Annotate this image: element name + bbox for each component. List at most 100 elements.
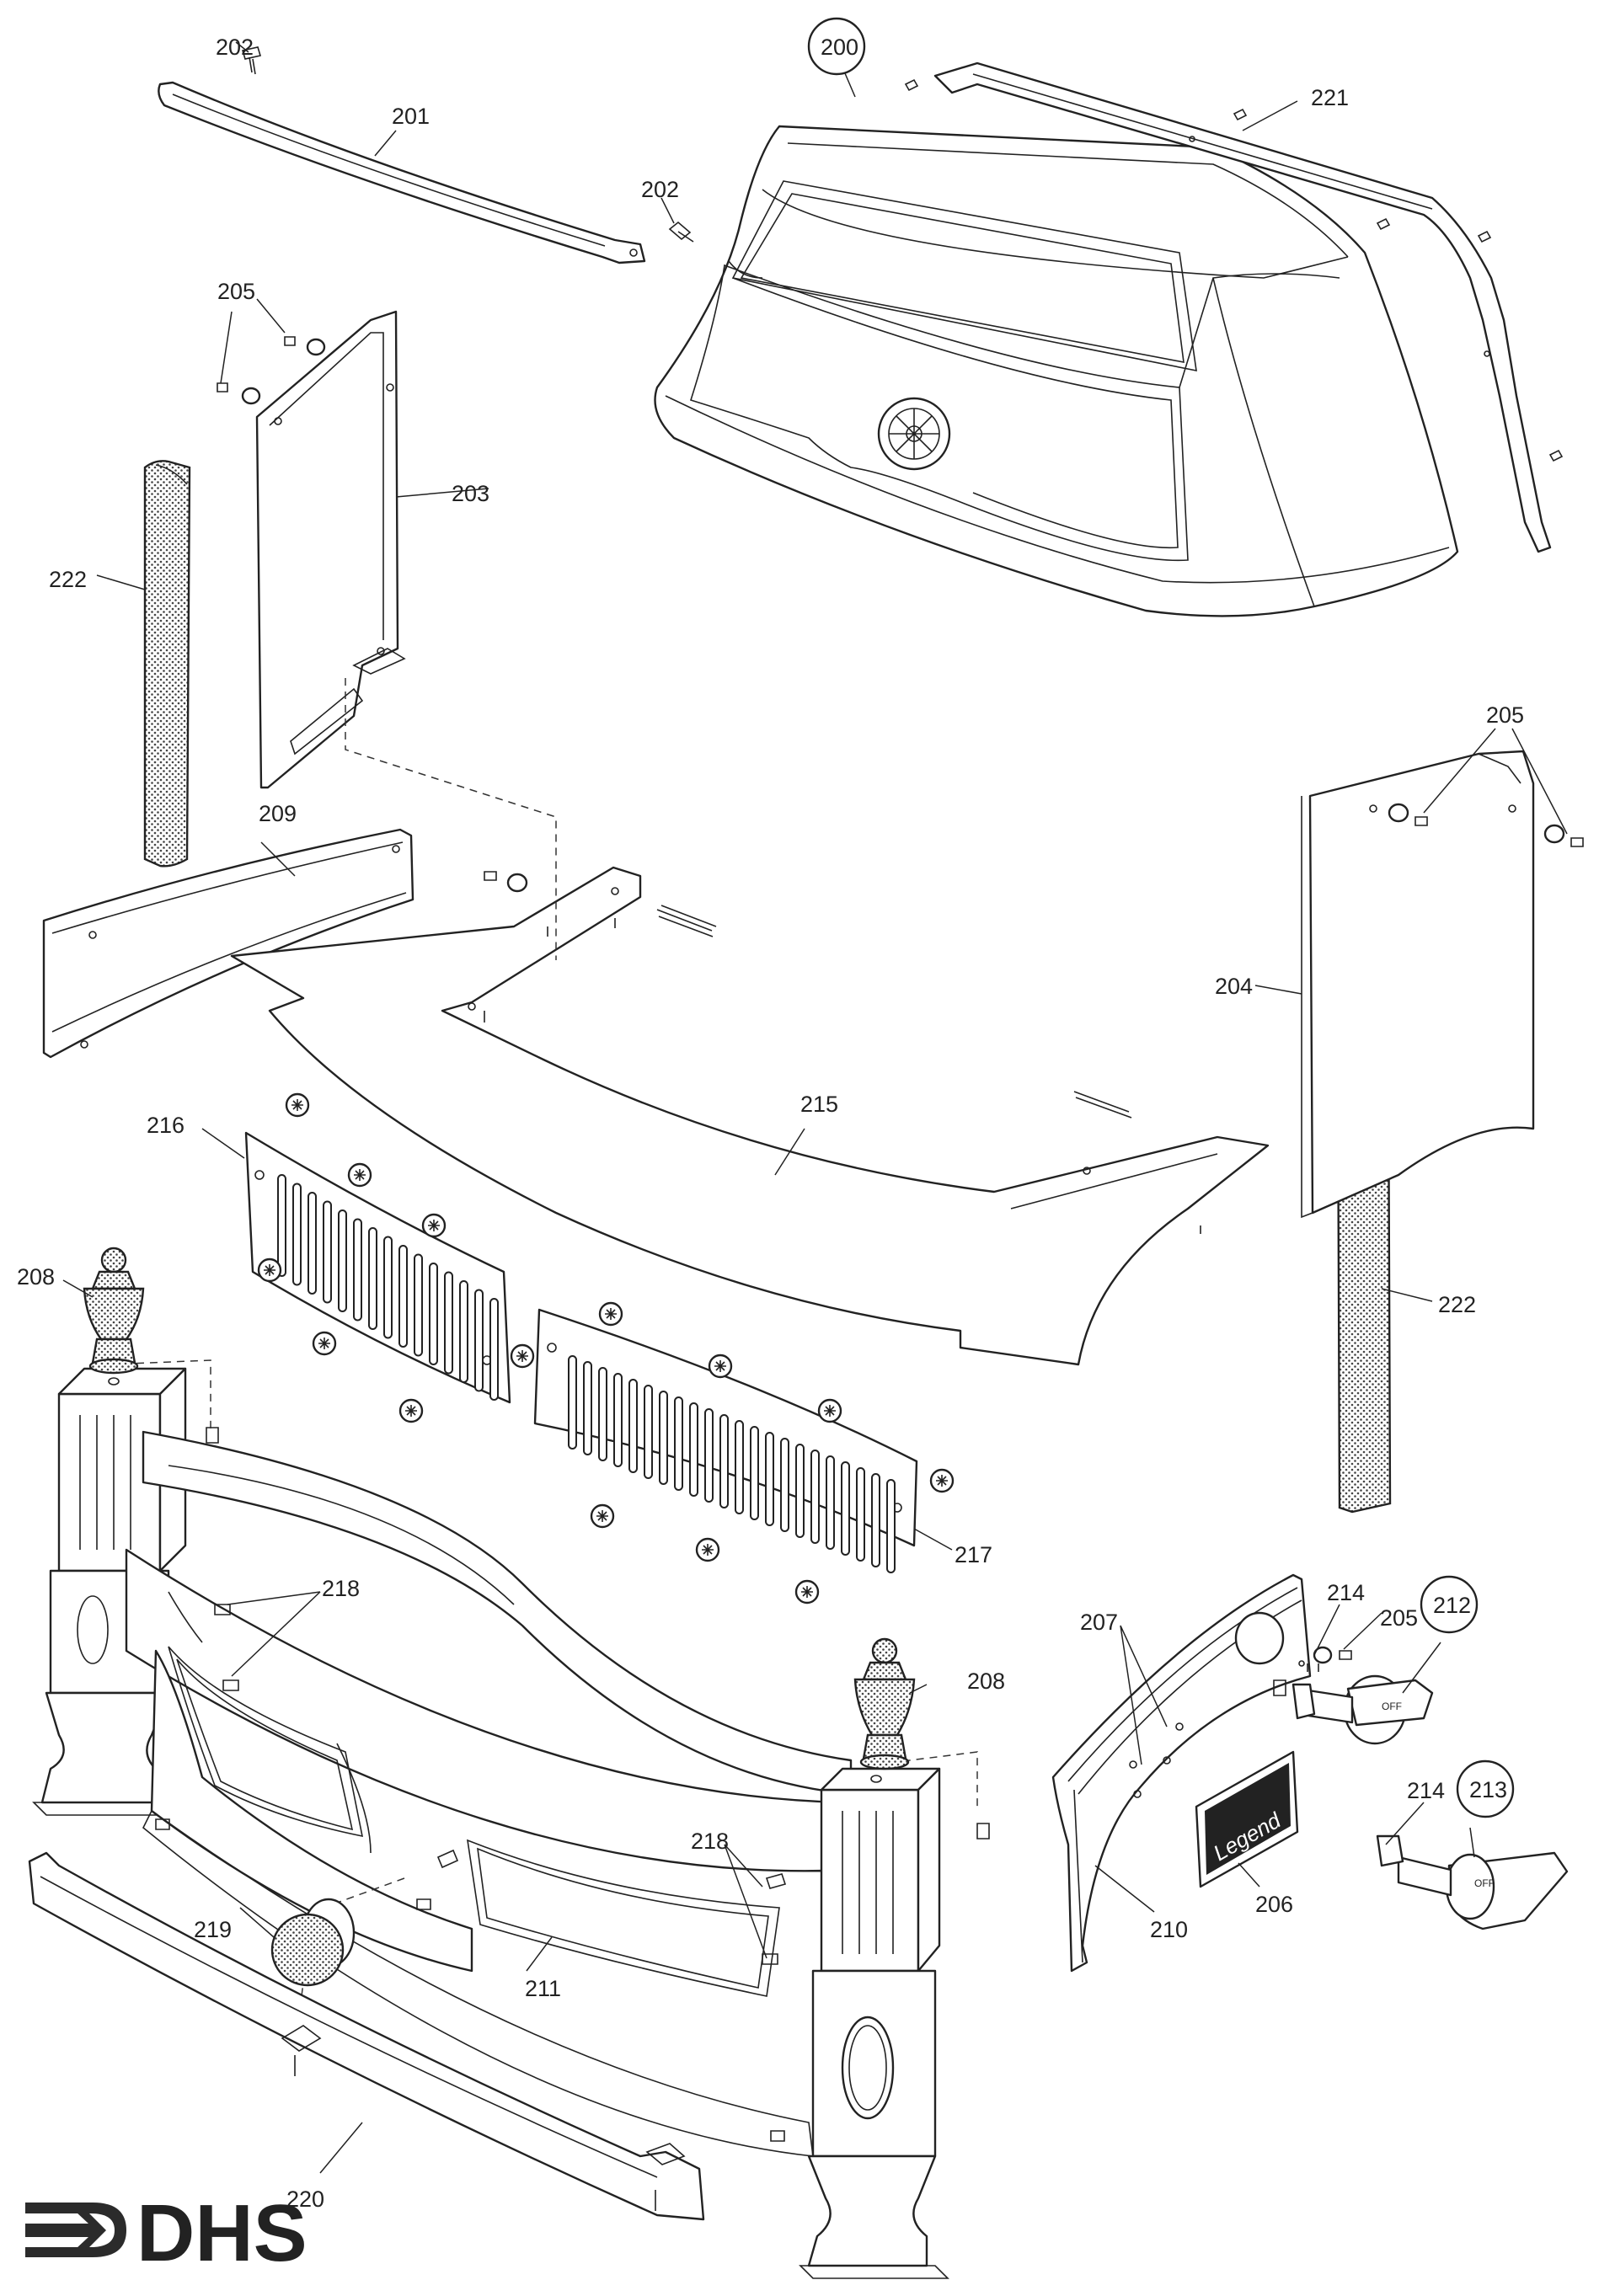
part-222-left-seal-strip — [143, 460, 191, 868]
grille-slot — [856, 1467, 865, 1562]
part-205-washer-lower-right — [1313, 1646, 1352, 1664]
grille-slot — [598, 1367, 607, 1461]
star-screw-mark — [405, 1405, 417, 1417]
star-screw-mark — [702, 1544, 714, 1556]
leader-lines — [62, 41, 1568, 2174]
grille-slot — [871, 1473, 880, 1567]
label-218-a: 218 — [322, 1576, 360, 1601]
part-labels: 200 201 202 202 203 204 205 205 205 205 … — [17, 17, 1524, 2212]
part-208-finial-right — [853, 1637, 916, 1770]
grille-slot — [444, 1271, 453, 1375]
label-214-a: 214 — [1327, 1580, 1365, 1605]
star-screw-mark — [824, 1405, 836, 1417]
grille-slot — [459, 1280, 468, 1383]
grille-slot — [628, 1379, 638, 1473]
part-200-canopy — [654, 125, 1459, 617]
grille-slot — [795, 1444, 805, 1538]
star-screw-mark — [596, 1510, 608, 1522]
grille-slot — [323, 1200, 332, 1304]
label-204: 204 — [1215, 974, 1253, 999]
label-203: 203 — [452, 481, 489, 506]
star-screw-mark — [714, 1360, 726, 1372]
label-219: 219 — [194, 1917, 232, 1942]
star-screw-mark — [318, 1338, 330, 1349]
dhs-logo-text: DHS — [136, 2188, 308, 2278]
part-208-finial-left — [83, 1247, 145, 1375]
label-220: 220 — [286, 2187, 324, 2212]
grille-slot — [398, 1245, 408, 1348]
part-210-side-panel — [1051, 1573, 1312, 1973]
canopy-screws — [904, 78, 1564, 462]
grille-slot — [292, 1183, 302, 1286]
label-216: 216 — [147, 1113, 184, 1138]
star-screw-mark — [291, 1099, 303, 1111]
label-210: 210 — [1150, 1917, 1188, 1942]
label-206: 206 — [1255, 1892, 1293, 1917]
part-206-badge-plate: Legend — [1195, 1750, 1299, 1888]
label-211: 211 — [525, 1976, 561, 2001]
grille-slot — [583, 1361, 592, 1455]
label-218-b: 218 — [691, 1829, 729, 1854]
grille-slot — [810, 1450, 820, 1544]
part-204-right-side-panel — [1301, 750, 1535, 1219]
grille-slot — [689, 1402, 698, 1497]
svg-text:OFF: OFF — [1382, 1701, 1402, 1712]
label-205-a: 205 — [217, 279, 255, 304]
label-200: 200 — [821, 35, 858, 60]
grille-slot — [719, 1414, 729, 1508]
grille-slot — [659, 1391, 668, 1485]
star-screw-mark — [516, 1350, 528, 1362]
part-216-slots — [277, 1174, 499, 1401]
grille-slot — [613, 1373, 623, 1467]
star-screw-mark — [354, 1169, 366, 1181]
grille-slot — [568, 1355, 577, 1450]
grille-slot — [308, 1192, 317, 1295]
label-201: 201 — [392, 104, 430, 129]
baffle-fixings — [484, 871, 1201, 1234]
star-screw-mark — [936, 1475, 948, 1487]
star-screw-mark — [801, 1586, 813, 1598]
grille-slot — [368, 1227, 377, 1330]
grille-slot — [489, 1298, 499, 1401]
part-214-spindles — [1307, 1663, 1319, 1672]
grille-slot — [674, 1396, 683, 1491]
star-screw-mark — [605, 1308, 617, 1320]
grille-slot — [750, 1426, 759, 1520]
part-205-washers-left — [217, 336, 326, 405]
part-205-washers-right — [1388, 803, 1584, 847]
grille-slot — [765, 1432, 774, 1526]
frame-screws — [155, 1427, 990, 2142]
grille-slot — [826, 1455, 835, 1550]
label-222-a: 222 — [49, 567, 87, 592]
grille-slot — [414, 1253, 423, 1357]
svg-text:OFF: OFF — [1474, 1877, 1495, 1889]
label-215: 215 — [800, 1092, 838, 1117]
label-209: 209 — [259, 801, 297, 826]
part-219-knob — [270, 1898, 356, 1987]
part-212-control-knob: OFF — [1292, 1674, 1434, 1745]
part-221-back-strip — [933, 61, 1552, 553]
star-screw-mark — [428, 1220, 440, 1231]
label-205-c: 205 — [1380, 1605, 1418, 1631]
star-screw-mark — [264, 1264, 275, 1276]
grille-slot — [277, 1174, 286, 1277]
label-217: 217 — [955, 1542, 992, 1567]
part-201-top-trim — [158, 81, 646, 264]
part-209-lower-trim — [42, 828, 414, 1059]
part-217-slots — [568, 1355, 896, 1573]
label-208-a: 208 — [17, 1264, 55, 1289]
grille-slot — [841, 1461, 850, 1556]
label-205-b: 205 — [1486, 702, 1524, 728]
part-203-left-side-panel — [255, 310, 406, 789]
label-213: 213 — [1469, 1777, 1507, 1802]
dhs-logo: DHS — [25, 2188, 308, 2278]
label-214-b: 214 — [1407, 1778, 1445, 1803]
part-215-baffle-plate — [230, 866, 1270, 1366]
grille-slot — [886, 1479, 896, 1573]
label-212: 212 — [1433, 1593, 1471, 1618]
grille-slot — [704, 1408, 714, 1503]
part-211-front-frame — [32, 1367, 949, 2279]
part-213-control-knob: OFF — [1376, 1834, 1569, 1930]
label-202-b: 202 — [641, 177, 679, 202]
